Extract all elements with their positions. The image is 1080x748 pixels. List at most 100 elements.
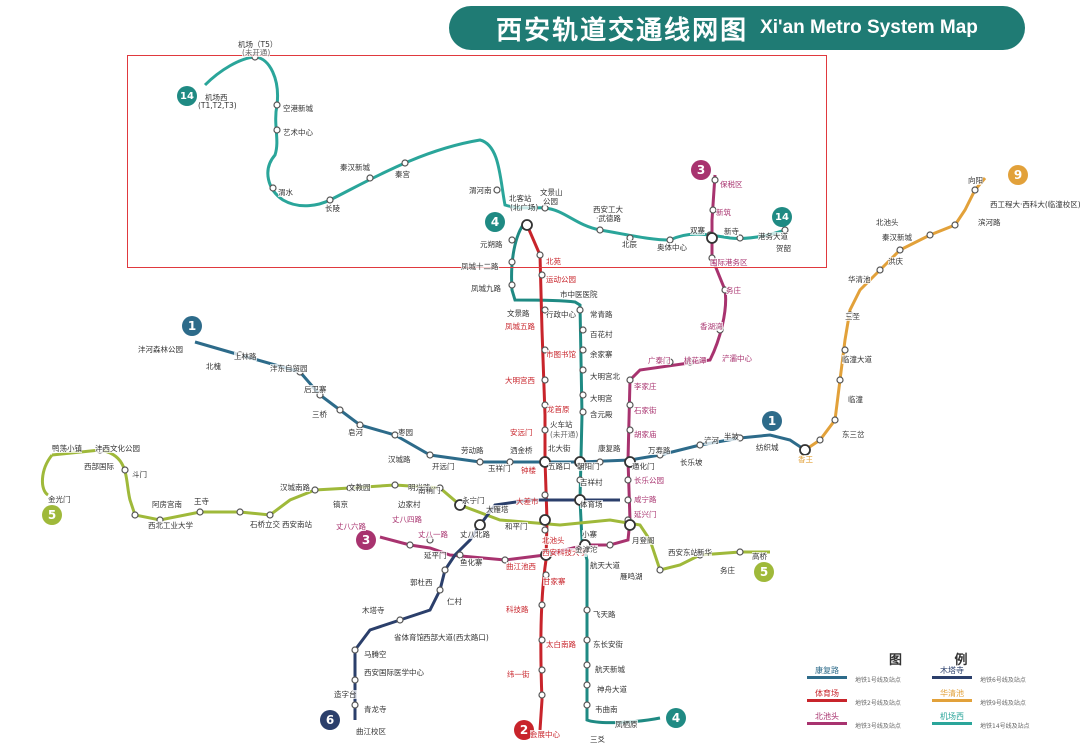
station-label: 洒金桥	[510, 446, 533, 455]
line-badge-1: 1	[182, 316, 202, 336]
legend-item: 木塔寺地铁6号线及站点	[932, 666, 1057, 687]
station-label: 国际港务区	[710, 258, 748, 267]
station-label: 务庄	[726, 286, 741, 295]
legend-sample-label: 华清池	[940, 689, 964, 698]
station-label: 艺术中心	[283, 128, 313, 137]
line2-track	[525, 224, 549, 731]
station-label: 金滹沱	[575, 545, 598, 554]
station-label: 汉城路	[388, 455, 411, 464]
line-badge-2: 2	[514, 720, 534, 740]
title-chinese: 西安轨道交通线网图	[496, 15, 749, 46]
station-label: 临潼大道	[842, 355, 872, 364]
station-label: 会展中心	[530, 730, 560, 739]
station-label: 朝阳门	[577, 462, 600, 471]
station-label: 凤栖原	[615, 720, 638, 729]
station-label: 三桥	[312, 410, 327, 419]
legend-description: 地铁2号线及站点	[855, 700, 901, 707]
station-label: 南稍门	[418, 486, 441, 495]
legend-sample-label: 体育场	[815, 689, 839, 698]
station-label: 甘家寨	[543, 577, 566, 586]
interchange-stations	[454, 219, 811, 561]
station-label: 北苑	[546, 257, 561, 266]
station-label: ·武德路	[596, 214, 621, 223]
legend-title: 图 例	[889, 653, 992, 668]
station-label: 凤城五路	[505, 322, 535, 331]
station-label: 浐灞中心	[722, 354, 752, 363]
legend-line-sample: 木塔寺	[932, 666, 972, 681]
station-label: 贺韶	[776, 244, 791, 253]
legend-line-sample: 体育场	[807, 689, 847, 704]
station-label: 秦宫	[395, 170, 410, 179]
station-label: 西安科技大学	[542, 548, 587, 557]
station-label: 行政中心	[546, 310, 576, 319]
map-legend: 图 例 康复路地铁1号线及站点木塔寺地铁6号线及站点体育场地铁2号线及站点华清池…	[797, 645, 1077, 748]
legend-line-sample: 机场西	[932, 712, 972, 727]
station-label: 西工程大·西科大(临潼校区)	[990, 200, 1080, 209]
station-label: 西安国际医学中心	[364, 668, 424, 677]
station-label: 西部国际	[84, 462, 114, 471]
station-label: 马腾空	[364, 650, 387, 659]
legend-item: 华清池地铁9号线及站点	[932, 689, 1057, 710]
station-label: 胡家庙	[634, 430, 657, 439]
station-label: 小寨	[582, 530, 597, 539]
legend-item: 机场西地铁14号线及站点	[932, 712, 1057, 733]
station-label: 沣西文化公园	[95, 444, 140, 453]
station-label: 玉祥门	[488, 464, 511, 473]
station-label: 长陵	[325, 204, 340, 213]
station-label: 李家庄	[634, 382, 657, 391]
line5-track	[51, 448, 770, 572]
legend-line-sample: 华清池	[932, 689, 972, 704]
legend-line-sample: 北池头	[807, 712, 847, 727]
station-label: 延平门	[424, 551, 447, 560]
station-label: 务庄	[720, 566, 735, 575]
station-label: 韦曲南	[595, 705, 618, 714]
station-label: 枣园	[398, 428, 413, 437]
legend-sample-label: 北池头	[815, 712, 839, 721]
station-label: 元朔路	[480, 240, 503, 249]
station-label: 广泰门	[648, 356, 671, 365]
station-label: 秦汉新城	[340, 163, 370, 172]
station-label: 桃花潭	[684, 356, 707, 365]
station-label: 双寨	[690, 226, 705, 235]
station-label: 三爻	[590, 735, 605, 744]
line-badge-4: 4	[485, 212, 505, 232]
station-label: 北客站	[509, 194, 532, 203]
station-label: 含元殿	[590, 410, 613, 419]
station-label: 龙首原	[547, 405, 570, 414]
station-label: 丈八北路	[460, 530, 490, 539]
station-label: 劳动路	[461, 446, 484, 455]
station-label: 渭河南	[469, 186, 492, 195]
station-label: 仁村	[447, 597, 462, 606]
station-label: 北辰	[622, 240, 637, 249]
station-label: 汉城南路	[280, 483, 310, 492]
station-label: 永宁门	[462, 496, 485, 505]
station-label: 金光门	[48, 495, 71, 504]
station-label: 纬一街	[507, 670, 530, 679]
legend-sample-label: 康复路	[815, 666, 839, 675]
station-label: 飞天路	[593, 610, 616, 619]
station-label: 太白南路	[546, 640, 576, 649]
station-label: 大雁塔	[486, 505, 509, 514]
legend-item: 北池头地铁3号线及站点	[807, 712, 932, 733]
station-label: 丈八四路	[392, 515, 422, 524]
station-label: 神舟大道	[597, 685, 627, 694]
station-label: 西安工大	[593, 205, 623, 214]
station-label: 大明宫北	[590, 372, 620, 381]
station-label: 咸宁路	[634, 495, 657, 504]
station-label: 青龙寺	[364, 705, 387, 714]
line-badge-5: 5	[754, 562, 774, 582]
station-label: 三圣	[845, 312, 860, 321]
station-label: 凤城九路	[471, 284, 501, 293]
station-label: 余家寨	[590, 350, 613, 359]
station-label: 大明宫西	[505, 376, 535, 385]
station-label: 钟楼	[521, 466, 536, 475]
station-label: 石桥立交	[250, 520, 280, 529]
station-label: 造字台	[334, 690, 357, 699]
station-label: 延兴门	[634, 510, 657, 519]
station-label: 体育场	[580, 500, 603, 509]
station-label: 鸭荡小镇	[52, 444, 82, 453]
station-label: 文景路	[507, 309, 530, 318]
line-badge-1: 1	[762, 411, 782, 431]
station-label: (T1,T2,T3)	[198, 101, 237, 110]
station-label: 常青路	[590, 310, 613, 319]
